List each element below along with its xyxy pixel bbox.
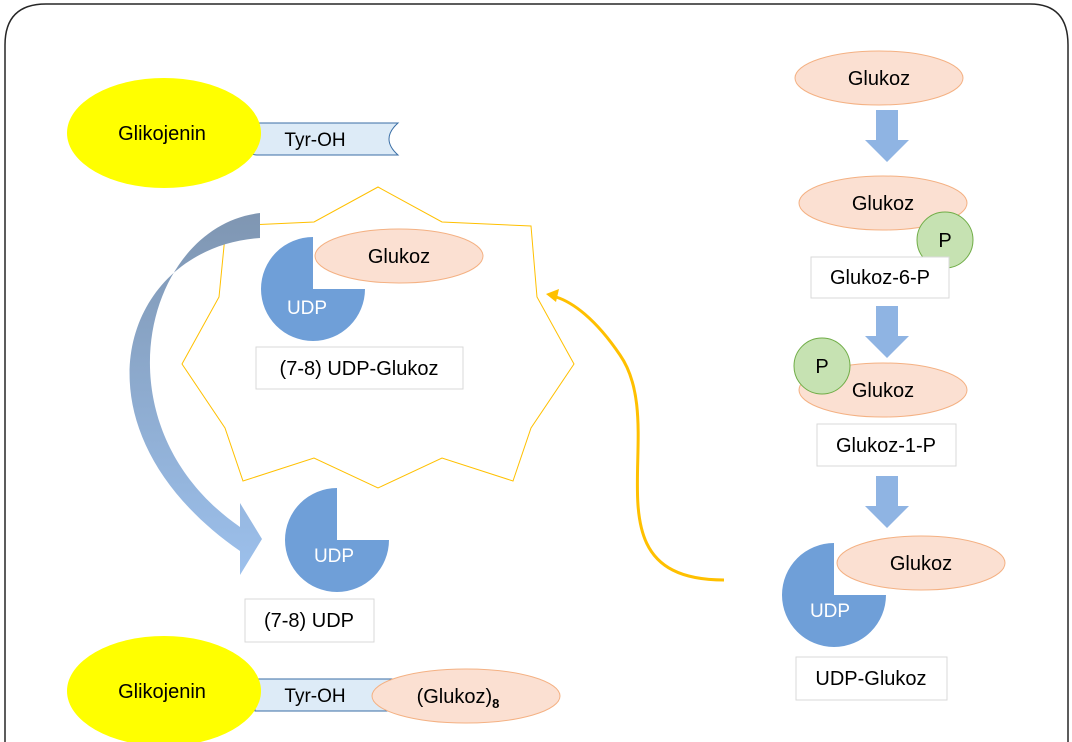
down-arrow-1 xyxy=(865,110,909,162)
caption-g6p: Glukoz-6-P xyxy=(830,267,930,289)
glucose-chain-main: (Glukoz) xyxy=(417,686,493,708)
slide-frame xyxy=(4,3,1069,742)
glycogenin-label: Glikojenin xyxy=(118,123,206,145)
udp-glucose-star-group: Glukoz UDP (7-8) UDP-Glukoz xyxy=(181,186,575,489)
down-arrow-2 xyxy=(865,306,909,358)
star-outline xyxy=(181,186,575,489)
glucose-label-star: Glukoz xyxy=(368,246,430,268)
caption-released: (7-8) UDP xyxy=(264,610,354,632)
caption-box-released xyxy=(244,598,375,643)
glucose-label-3: Glukoz xyxy=(852,380,914,402)
glycogenin-label-bottom: Glikojenin xyxy=(118,681,206,703)
udp-pacman-pathway xyxy=(782,543,886,647)
bottom-glycogenin-complex: (Glukoz)8 Glikojenin Tyr-OH xyxy=(67,636,561,742)
udp-label-released: UDP xyxy=(314,546,354,567)
glycogenin-ellipse xyxy=(67,78,261,188)
caption-g1p: Glukoz-1-P xyxy=(836,435,936,457)
down-arrow-3 xyxy=(865,476,909,528)
gold-arrow-head xyxy=(546,289,559,302)
gold-arrow-line xyxy=(555,295,725,582)
tyr-label-bottom: Tyr-OH xyxy=(284,686,345,707)
top-glycogenin-complex: Tyr-OH Glikojenin xyxy=(67,78,400,188)
caption-star: (7-8) UDP-Glukoz xyxy=(280,358,439,380)
caption-box-g6p xyxy=(810,256,950,299)
glucose-chain-label: (Glukoz)8 xyxy=(417,686,500,711)
glycogenin-ellipse-bottom xyxy=(67,636,261,742)
glucose-ellipse-1 xyxy=(794,50,964,106)
udp-pacman-released xyxy=(285,488,389,592)
glucose-ellipse-4 xyxy=(836,535,1006,591)
phosphate-label-2: P xyxy=(815,356,828,378)
phosphate-circle-2 xyxy=(793,337,851,395)
caption-udpg: UDP-Glukoz xyxy=(815,668,926,690)
udp-pacman-star xyxy=(261,237,365,341)
curved-arrow-body xyxy=(129,213,262,575)
gold-arrow xyxy=(546,289,725,582)
glucose-activation-pathway: Glukoz Glukoz P Glukoz-6-P Glukoz P Gluk… xyxy=(782,50,1006,701)
phosphate-label-1: P xyxy=(938,230,951,252)
caption-box-g1p xyxy=(816,423,957,467)
caption-box-udpg xyxy=(795,656,948,701)
glucose-chain-ellipse xyxy=(371,668,561,724)
udp-label-star: UDP xyxy=(287,298,327,319)
glucose-label-2: Glukoz xyxy=(852,193,914,215)
glucose-ellipse-2 xyxy=(798,175,968,231)
glucose-label-1: Glukoz xyxy=(848,68,910,90)
glucose-ellipse-star xyxy=(314,228,484,284)
tyr-label: Tyr-OH xyxy=(284,130,345,151)
released-udp-group: UDP (7-8) UDP xyxy=(244,488,389,643)
glucose-chain-subscript: 8 xyxy=(492,696,499,711)
transfer-curved-arrow xyxy=(129,213,262,575)
glucose-label-4: Glukoz xyxy=(890,553,952,575)
udp-label-pathway: UDP xyxy=(810,601,850,622)
caption-box-star xyxy=(255,346,464,390)
